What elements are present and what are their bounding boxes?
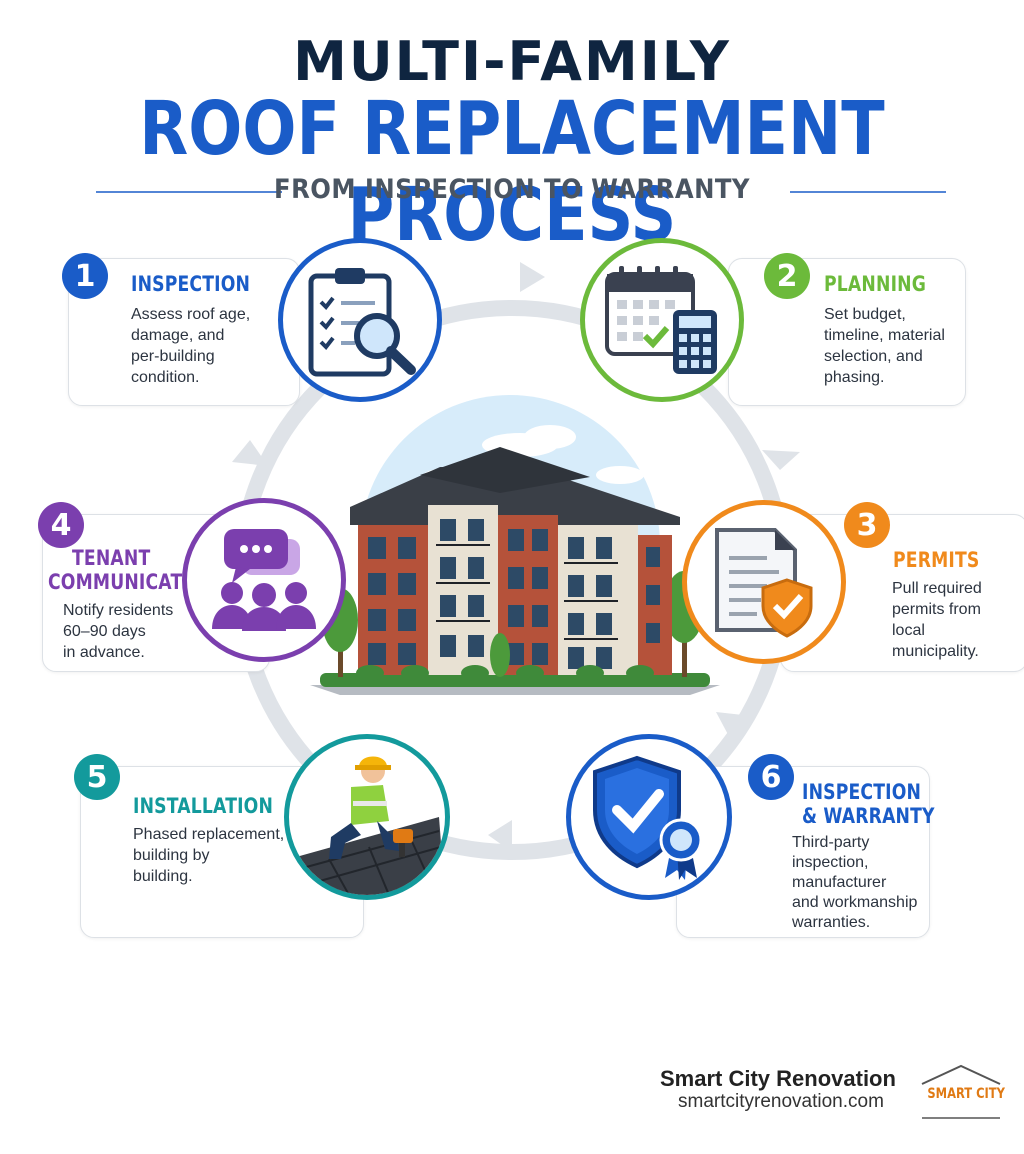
- step-5-badge: 5: [74, 754, 120, 800]
- step-1-badge: 1: [62, 253, 108, 299]
- step-6-title: INSPECTION: [802, 780, 922, 804]
- step-5-title: INSTALLATION: [133, 794, 274, 818]
- shield-check-ribbon-icon: [593, 755, 703, 880]
- title-line-2: ROOF REPLACEMENT PROCESS: [139, 86, 885, 258]
- step-3-icon-ring: [682, 500, 846, 664]
- step-1-icon-ring: [278, 238, 442, 402]
- step-2-badge: 2: [764, 253, 810, 299]
- subtitle-rule-right: [790, 191, 946, 193]
- calendar-calculator-icon: [605, 266, 717, 374]
- step-2-description: Set budget,timeline, material selection,…: [824, 306, 945, 386]
- step-4-icon-ring: [182, 498, 346, 662]
- apartment-building-illustration: [310, 395, 720, 695]
- subtitle-rule-left: [96, 191, 282, 193]
- step-5-icon-ring: [284, 734, 450, 900]
- step-1-description: Assess roof age,damage, and per-building…: [131, 306, 251, 386]
- brand-logo-text: SMART CITY: [927, 1086, 1005, 1102]
- brand-url: smartcityrenovation.com: [678, 1091, 884, 1112]
- step-1-title: INSPECTION: [131, 272, 251, 296]
- step-3-badge: 3: [844, 502, 890, 548]
- brand-name: Smart City Renovation: [660, 1066, 896, 1091]
- document-shield-icon: [715, 528, 813, 638]
- brand-logo: SMART CITY: [920, 1062, 1005, 1122]
- clipboard-magnifier-icon: [308, 268, 416, 377]
- step-6-icon-ring: [566, 734, 732, 900]
- step-2-title: PLANNING: [824, 272, 927, 296]
- step-6-title-line-2: & WARRANTY: [802, 804, 935, 828]
- step-4-badge: 4: [38, 502, 84, 548]
- step-2-icon-ring: [580, 238, 744, 402]
- title-line-1: MULTI-FAMILY: [293, 30, 731, 93]
- step-6-badge: 6: [748, 754, 794, 800]
- house-roof-logo-icon: [921, 1064, 1001, 1119]
- step-4-title: TENANT: [72, 546, 151, 570]
- chat-people-icon: [212, 529, 316, 631]
- step-3-title: PERMITS: [893, 548, 980, 572]
- step-5-description: Phased replacement,building by building.: [133, 826, 285, 885]
- subtitle: FROM INSPECTION TO WARRANTY: [274, 174, 750, 205]
- roofer-worker-icon: [289, 756, 445, 895]
